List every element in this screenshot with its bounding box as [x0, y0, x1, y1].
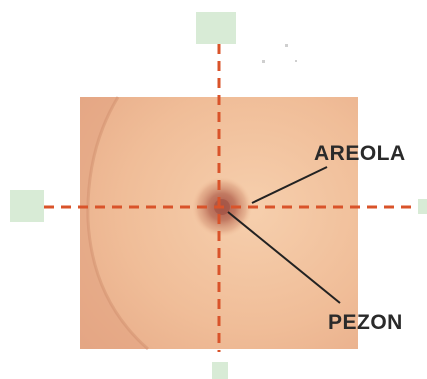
faint-specks	[262, 44, 297, 63]
left-square-marker	[10, 190, 44, 222]
nipple-label: PEZON	[328, 311, 403, 334]
top-square-marker	[196, 12, 236, 44]
bottom-square-marker	[212, 362, 228, 379]
areola-label: AREOLA	[314, 142, 406, 165]
right-square-marker	[418, 199, 427, 214]
